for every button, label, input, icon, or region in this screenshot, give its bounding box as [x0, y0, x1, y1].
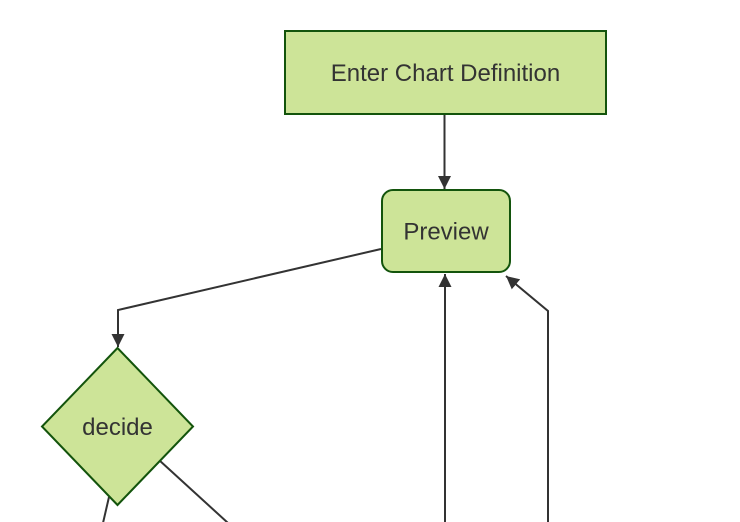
edge-decide-down-right [158, 459, 229, 522]
preview-label: Preview [403, 219, 489, 246]
enter-chart-definition-label: Enter Chart Definition [331, 60, 560, 87]
enter-chart-definition-box [284, 30, 607, 115]
edge-preview-to-decide [111, 248, 382, 347]
edge-bottom-right-to-preview [505, 275, 549, 522]
edge-decide-down-left [102, 496, 110, 522]
decide-label: decide [82, 414, 153, 441]
node-preview: Preview [381, 189, 511, 273]
preview-box [381, 189, 511, 273]
node-decide: decide [40, 346, 195, 507]
node-enter-chart-definition: Enter Chart Definition [284, 30, 607, 115]
decide-diamond [40, 346, 195, 507]
